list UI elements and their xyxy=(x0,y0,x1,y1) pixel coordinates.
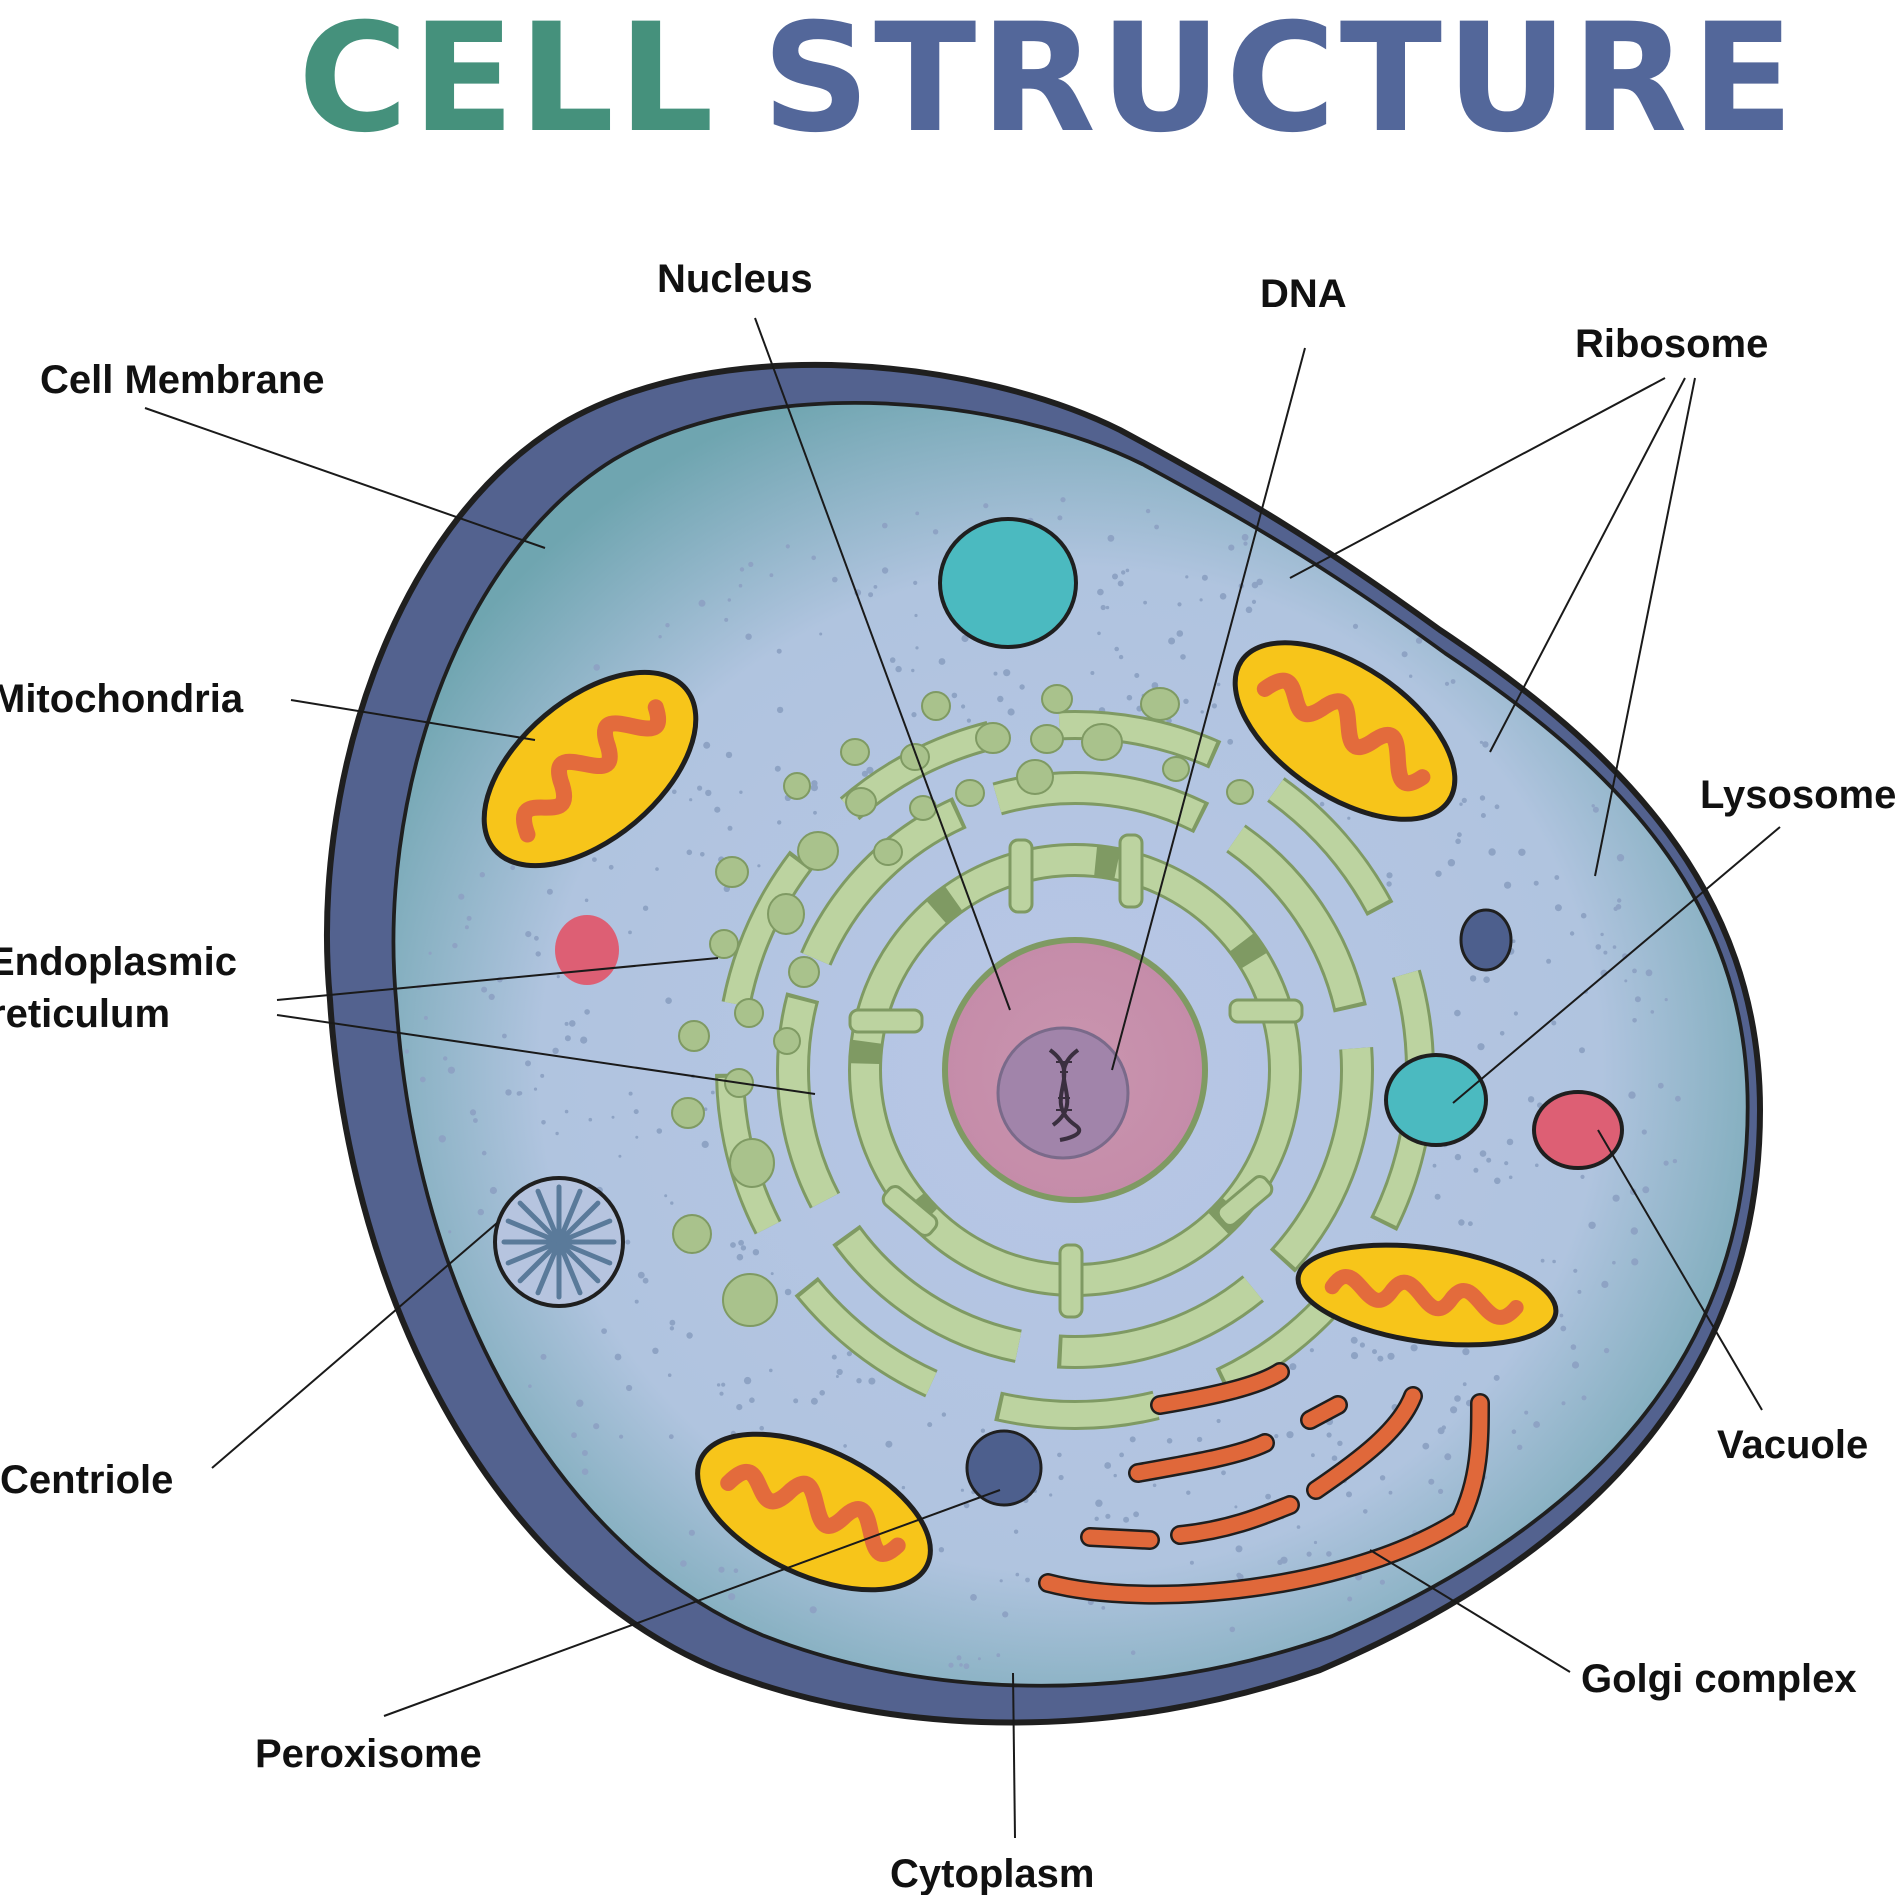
label-cell-membrane: Cell Membrane xyxy=(40,358,325,402)
label-golgi: Golgi complex xyxy=(1581,1657,1857,1701)
label-lysosome: Lysosome xyxy=(1700,773,1895,817)
er-vesicles xyxy=(671,684,1254,1327)
endoplasmic-reticulum xyxy=(715,710,1435,1430)
dna-helix-icon xyxy=(1048,1048,1081,1142)
mitochondrion-4 xyxy=(695,1431,933,1593)
label-centriole: Centriole xyxy=(0,1458,173,1502)
dark-vesicle xyxy=(1459,908,1513,972)
lysosome xyxy=(1384,1053,1488,1147)
leader-er-2 xyxy=(276,1014,816,1095)
ribosome-dots xyxy=(404,497,1681,1670)
leader-dna xyxy=(1111,347,1306,1071)
leader-nucleus xyxy=(754,317,1011,1011)
title-word-structure: STRUCTURE xyxy=(762,0,1798,166)
leader-golgi xyxy=(1369,1549,1571,1673)
label-cytoplasm: Cytoplasm xyxy=(890,1852,1095,1895)
label-nucleus: Nucleus xyxy=(657,257,813,301)
label-mitochondria: Mitochondria xyxy=(0,677,244,721)
leader-er-1 xyxy=(276,957,719,1001)
leader-ribosome-2 xyxy=(1489,377,1686,753)
peroxisome xyxy=(965,1429,1043,1507)
title-word-cell: CELL xyxy=(298,0,718,166)
label-ribosome: Ribosome xyxy=(1575,322,1768,366)
leader-cell-membrane xyxy=(144,407,546,549)
mitochondrion-2 xyxy=(1232,640,1458,822)
golgi-complex xyxy=(1038,1362,1490,1605)
leader-cytoplasm xyxy=(1012,1672,1016,1839)
leader-peroxisome xyxy=(383,1489,1001,1717)
leader-lysosome xyxy=(1452,826,1781,1104)
leader-ribosome-3 xyxy=(1594,377,1696,877)
leader-centriole xyxy=(211,1222,498,1469)
nucleus xyxy=(942,937,1208,1203)
label-dna: DNA xyxy=(1260,272,1347,316)
vacuole-small xyxy=(555,915,619,985)
leader-lines xyxy=(144,317,1781,1839)
label-vacuole: Vacuole xyxy=(1717,1423,1868,1467)
labels: Nucleus DNA Ribosome Cell Membrane Mitoc… xyxy=(0,257,1895,1895)
lysosome-top xyxy=(938,517,1078,649)
leader-ribosome-1 xyxy=(1289,377,1666,579)
label-er-line1: Endoplasmic xyxy=(0,940,237,984)
centriole xyxy=(493,1176,625,1308)
leader-mitochondria xyxy=(290,699,536,741)
mitochondrion-3 xyxy=(1295,1242,1559,1348)
vacuole xyxy=(1532,1090,1624,1170)
label-er-line2: reticulum xyxy=(0,992,170,1036)
mitochondrion-1 xyxy=(481,669,699,869)
leader-vacuole xyxy=(1597,1129,1763,1411)
label-peroxisome: Peroxisome xyxy=(255,1732,482,1776)
title: CELL STRUCTURE xyxy=(298,0,1798,166)
